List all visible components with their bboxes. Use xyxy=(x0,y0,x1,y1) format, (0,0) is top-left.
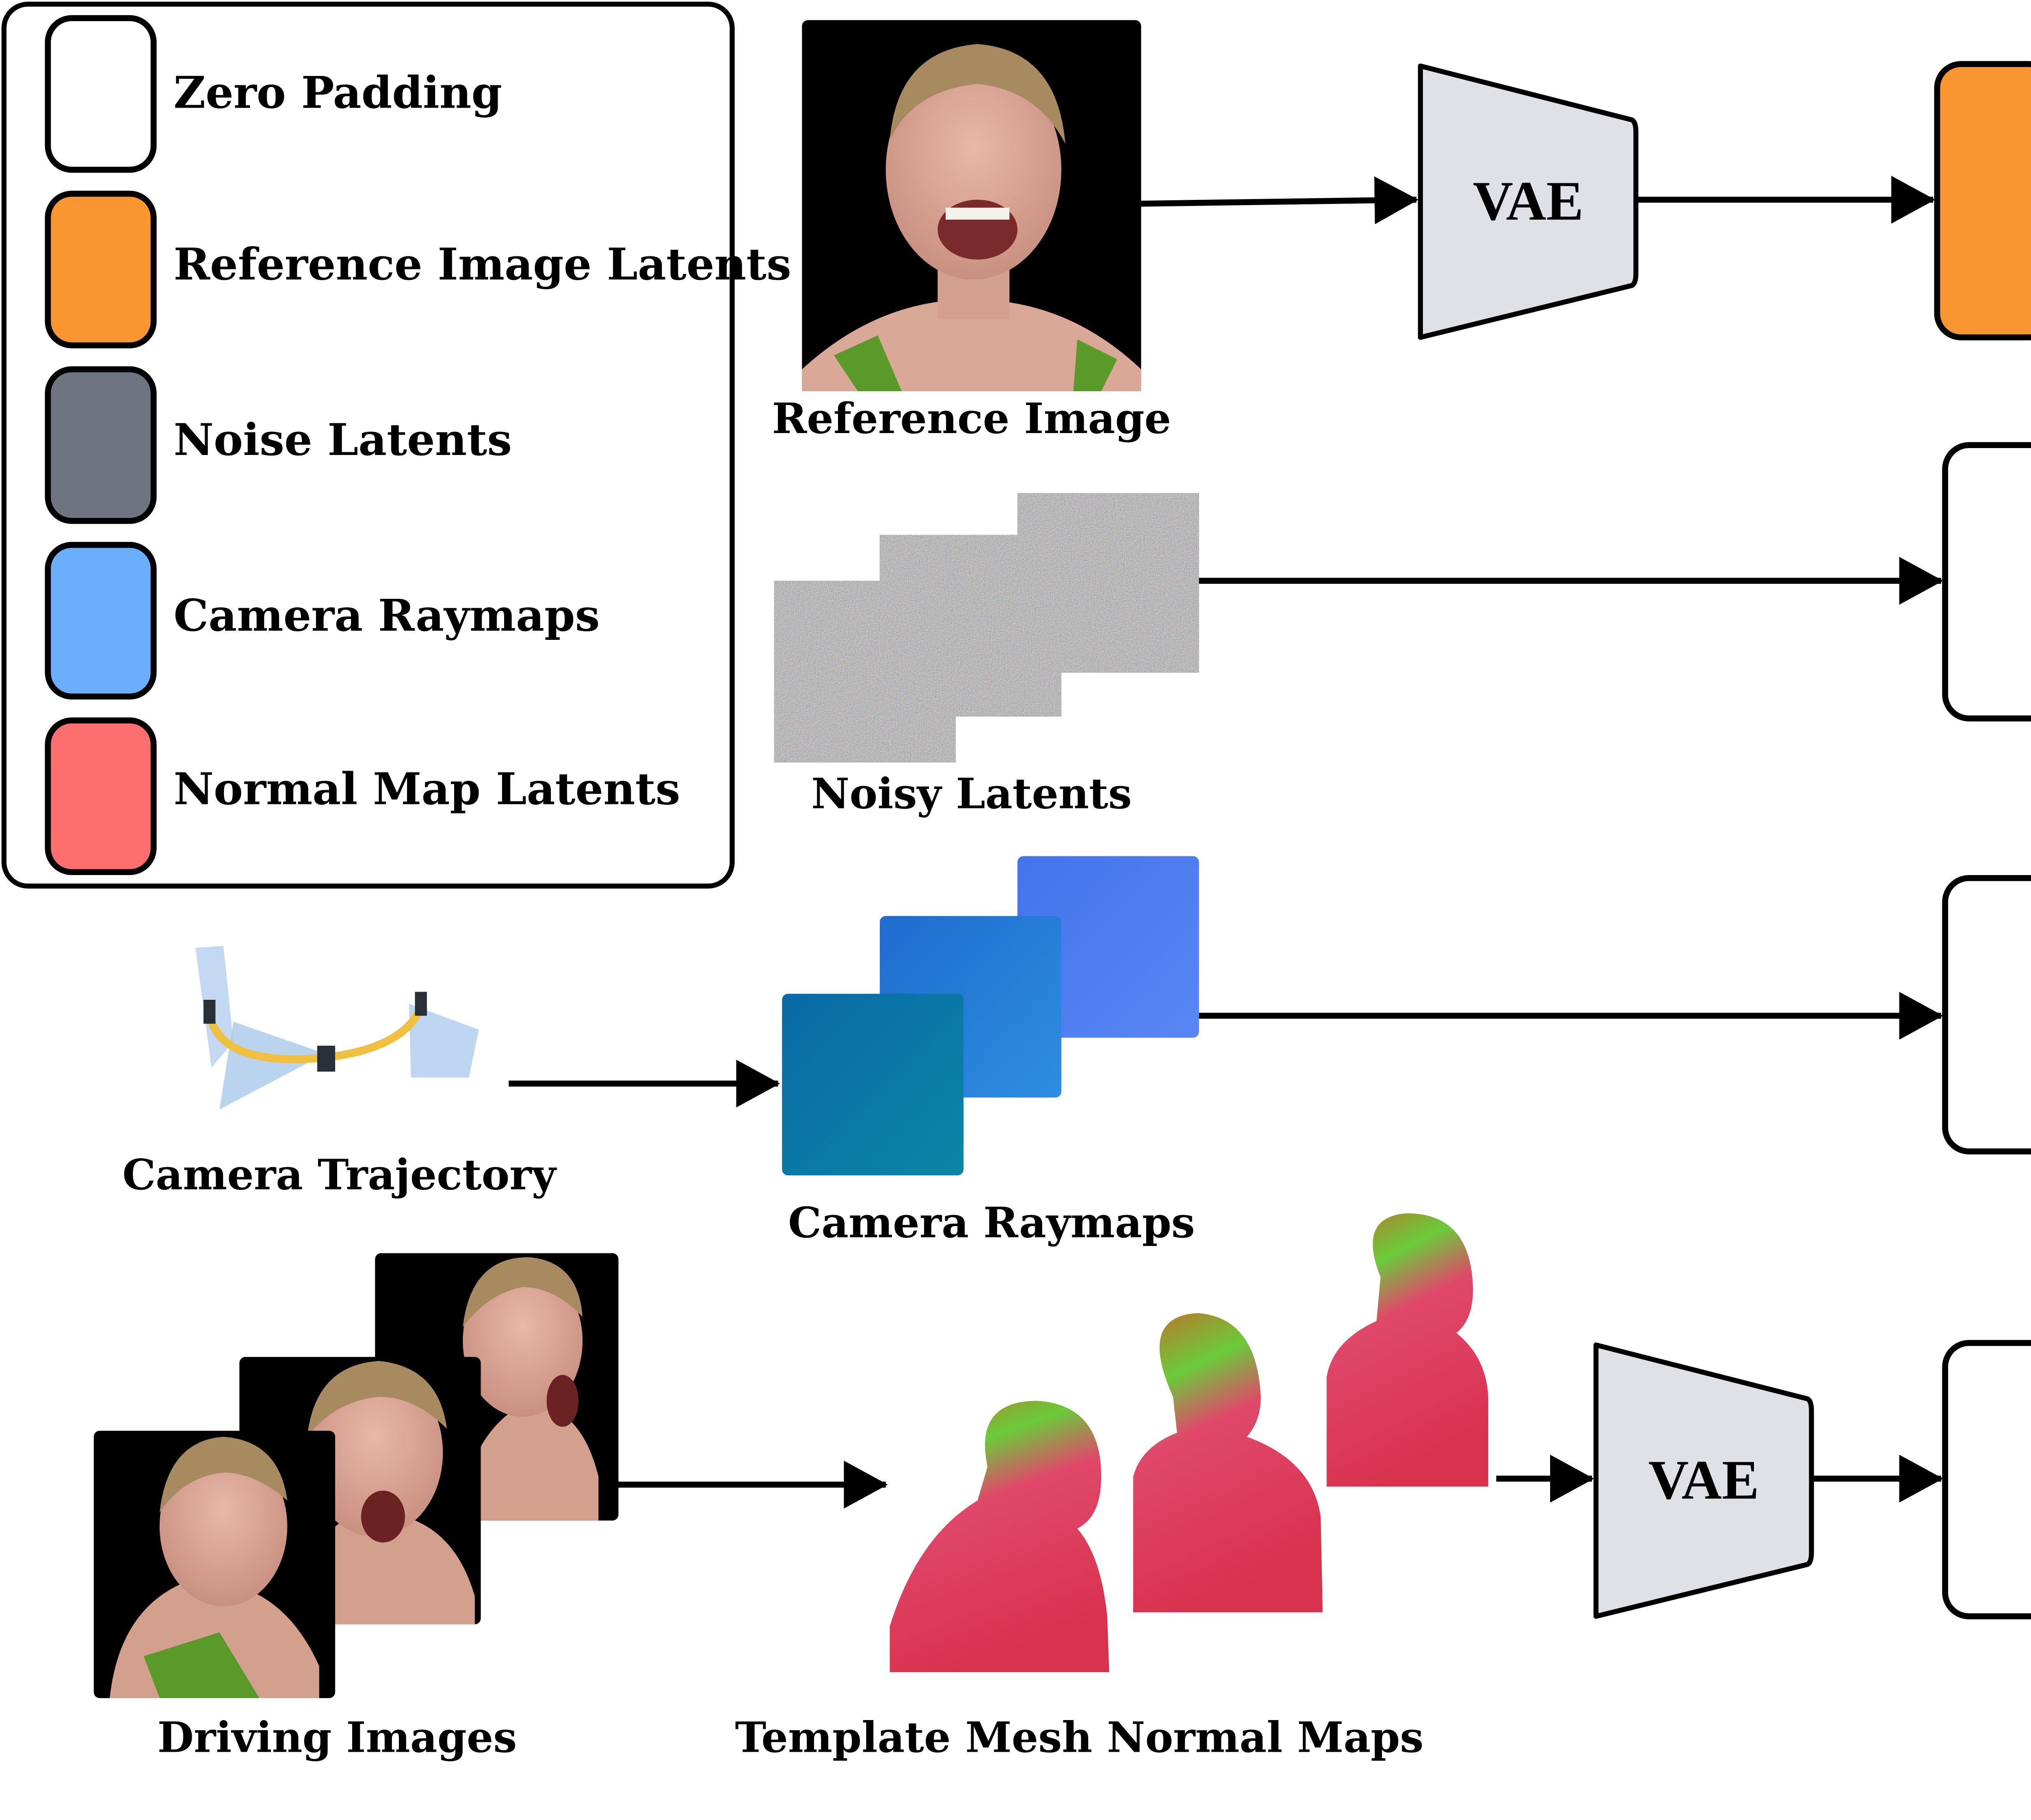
legend-item-noise-latents: Noise Latents xyxy=(45,366,512,524)
legend-frame xyxy=(1,2,735,889)
legend-swatch xyxy=(45,366,157,524)
camera-trajectory: Camera Trajectory xyxy=(122,946,557,1200)
vae-top: VAE xyxy=(1418,63,1639,340)
legend-swatch xyxy=(45,191,157,349)
hair xyxy=(890,44,1065,144)
camera-raymaps-label: Camera Raymaps xyxy=(788,1198,1195,1247)
camera-body-3 xyxy=(415,992,427,1016)
legend-item-reference-image-latents: Reference Image Latents xyxy=(45,191,791,349)
latent-cell xyxy=(1942,1340,2031,1619)
normal-maps-label: Template Mesh Normal Maps xyxy=(735,1713,1423,1762)
noise-texture-3 xyxy=(1017,493,1199,673)
legend-label: Zero Padding xyxy=(173,67,502,119)
driving-frame-1 xyxy=(93,1430,336,1698)
legend-swatch xyxy=(45,542,157,700)
reference-image: Reference Image xyxy=(772,20,1171,443)
driving-images-label: Driving Images xyxy=(158,1713,517,1762)
latent-row-noise xyxy=(1942,442,2031,722)
face xyxy=(886,60,1061,280)
camera-frustum-3 xyxy=(409,1003,479,1078)
noise-texture-1 xyxy=(774,581,956,763)
latent-row-normal xyxy=(1942,1340,2031,1619)
latent-row-reference xyxy=(1934,61,2031,340)
vae-bottom-shape xyxy=(1593,1342,1814,1619)
legend-swatch xyxy=(45,15,157,173)
noisy-latents: Noisy Latents xyxy=(774,493,1199,819)
camera-body-2 xyxy=(317,1045,336,1072)
legend: Zero Padding Reference Image Latents Noi… xyxy=(1,2,791,889)
legend-item-zero-padding: Zero Padding xyxy=(45,15,502,173)
strap-left xyxy=(834,335,902,392)
legend-item-normal-map-latents: Normal Map Latents xyxy=(45,717,680,875)
teeth xyxy=(945,208,1010,220)
reference-image-label: Reference Image xyxy=(772,394,1171,443)
legend-swatch xyxy=(45,717,157,875)
normal-map-1 xyxy=(890,1401,1109,1673)
raymap-frame-3 xyxy=(1017,856,1199,1038)
camera-trajectory-label: Camera Trajectory xyxy=(122,1150,557,1200)
vae-top-shape xyxy=(1418,63,1639,340)
camera-frustum-2 xyxy=(219,1022,325,1110)
driving-images: Driving Images xyxy=(93,1253,619,1762)
camera-body-1 xyxy=(203,1000,216,1024)
legend-label: Noise Latents xyxy=(173,414,512,466)
driving-frame-3 xyxy=(375,1253,619,1521)
strap-right xyxy=(1073,339,1117,392)
camera-raymaps: Camera Raymaps xyxy=(782,856,1199,1247)
latent-cell xyxy=(1934,61,2031,340)
vae-bottom-label: VAE xyxy=(1648,1449,1759,1511)
noisy-latents-label: Noisy Latents xyxy=(811,769,1132,819)
latent-cell xyxy=(1942,442,2031,722)
normal-map-3 xyxy=(1327,1213,1488,1487)
legend-item-camera-raymaps: Camera Raymaps xyxy=(45,542,600,700)
normal-maps: Template Mesh Normal Maps xyxy=(735,1213,1488,1762)
legend-label: Camera Raymaps xyxy=(173,590,600,641)
legend-label: Normal Map Latents xyxy=(173,764,680,815)
connectors xyxy=(509,176,1943,1509)
latent-row-raymap xyxy=(1942,875,2031,1155)
vae-bottom: VAE xyxy=(1593,1342,1814,1619)
arrow-reference-to-vae xyxy=(1141,176,1418,224)
legend-label: Reference Image Latents xyxy=(173,239,791,290)
vae-top-label: VAE xyxy=(1473,170,1584,232)
normal-map-2 xyxy=(1133,1313,1323,1612)
raymap-frame-1 xyxy=(782,994,964,1176)
latent-cell xyxy=(1942,875,2031,1155)
